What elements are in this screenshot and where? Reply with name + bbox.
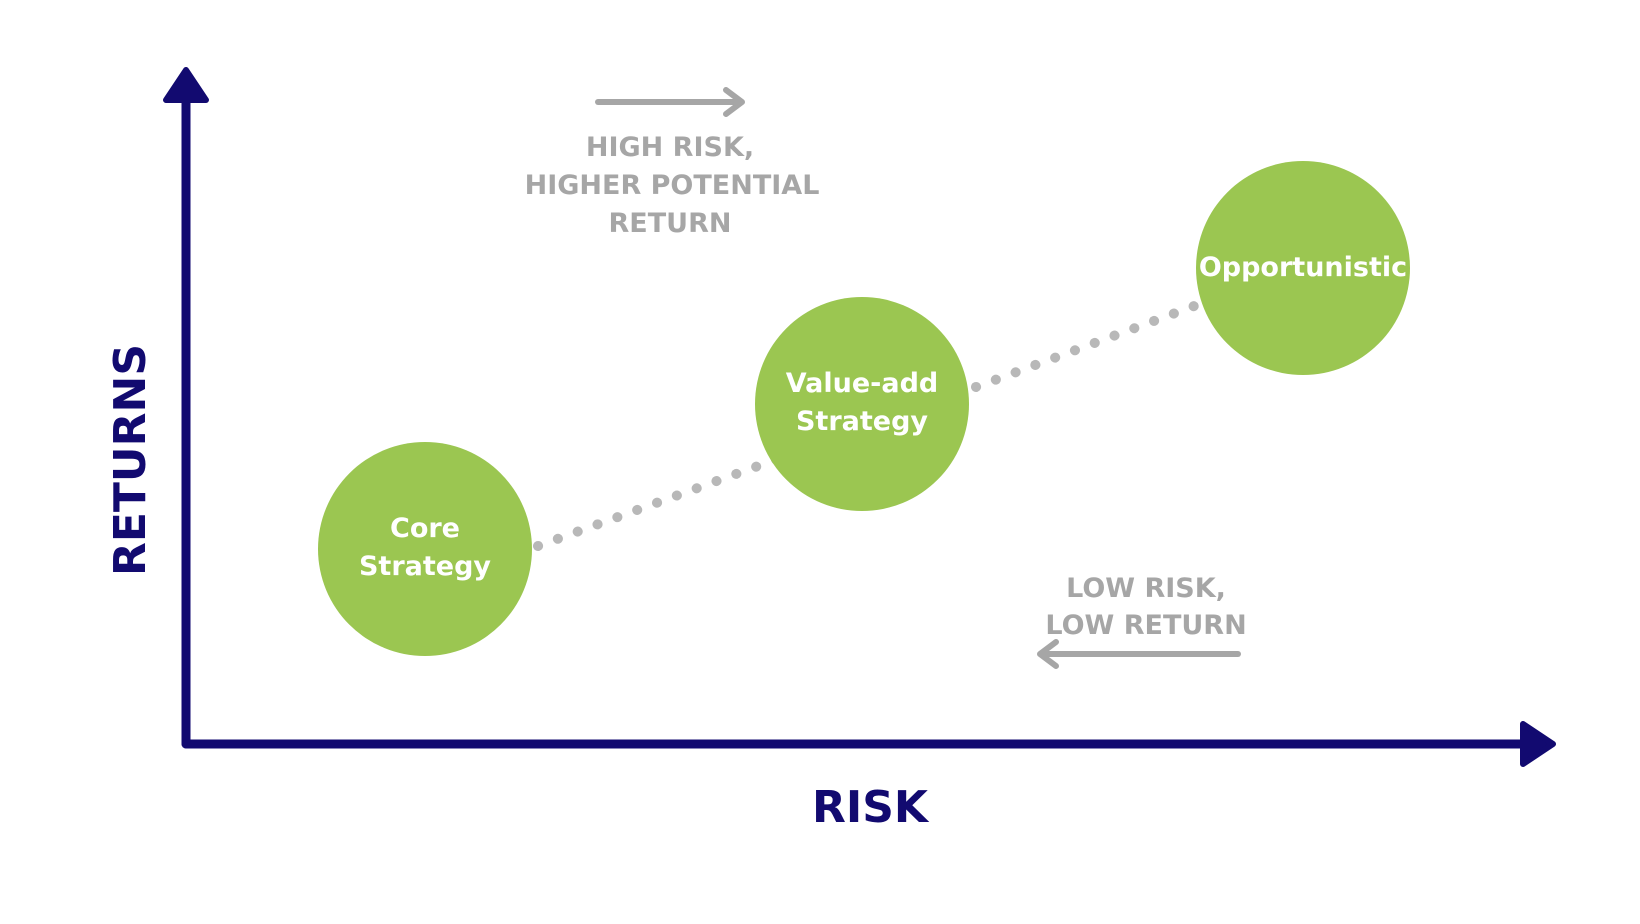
- y-axis-arrowhead: [163, 67, 209, 103]
- connector-value-add-to-opportunistic: [971, 297, 1210, 392]
- left-arrow-icon-head: [1037, 639, 1059, 669]
- core-strategy-label-line-2: Strategy: [359, 551, 491, 582]
- axes: [163, 67, 1556, 767]
- value-add-strategy-label-line-2: Strategy: [796, 406, 928, 437]
- opportunistic-circle: [1196, 161, 1410, 375]
- strategy-node-value-add: Value-add Strategy: [755, 297, 969, 511]
- connectors: [533, 297, 1210, 551]
- right-arrow-icon-head: [723, 87, 745, 117]
- strategy-node-opportunistic: Opportunistic: [1196, 161, 1410, 375]
- low-risk-label-line-1: LOW RISK,: [1066, 573, 1226, 604]
- high-risk-label-line-1: HIGH RISK,: [586, 132, 754, 163]
- high-risk-label-line-2: HIGHER POTENTIAL: [525, 170, 820, 201]
- core-strategy-circle: [318, 442, 532, 656]
- core-strategy-label-line-1: Core: [390, 513, 460, 544]
- strategy-node-core: Core Strategy: [318, 442, 532, 656]
- annotation-high-risk: HIGH RISK, HIGHER POTENTIAL RETURN: [525, 87, 820, 239]
- low-risk-label-line-2: LOW RETURN: [1045, 610, 1246, 641]
- x-axis-arrowhead: [1520, 721, 1556, 767]
- value-add-strategy-circle: [755, 297, 969, 511]
- annotation-low-risk: LOW RISK, LOW RETURN: [1037, 573, 1247, 669]
- value-add-strategy-label-line-1: Value-add: [786, 368, 939, 399]
- x-axis-label: RISK: [812, 782, 930, 833]
- y-axis-label: RETURNS: [105, 344, 156, 576]
- opportunistic-label: Opportunistic: [1199, 252, 1407, 283]
- connector-core-to-value-add: [533, 453, 785, 551]
- high-risk-label-line-3: RETURN: [609, 208, 732, 239]
